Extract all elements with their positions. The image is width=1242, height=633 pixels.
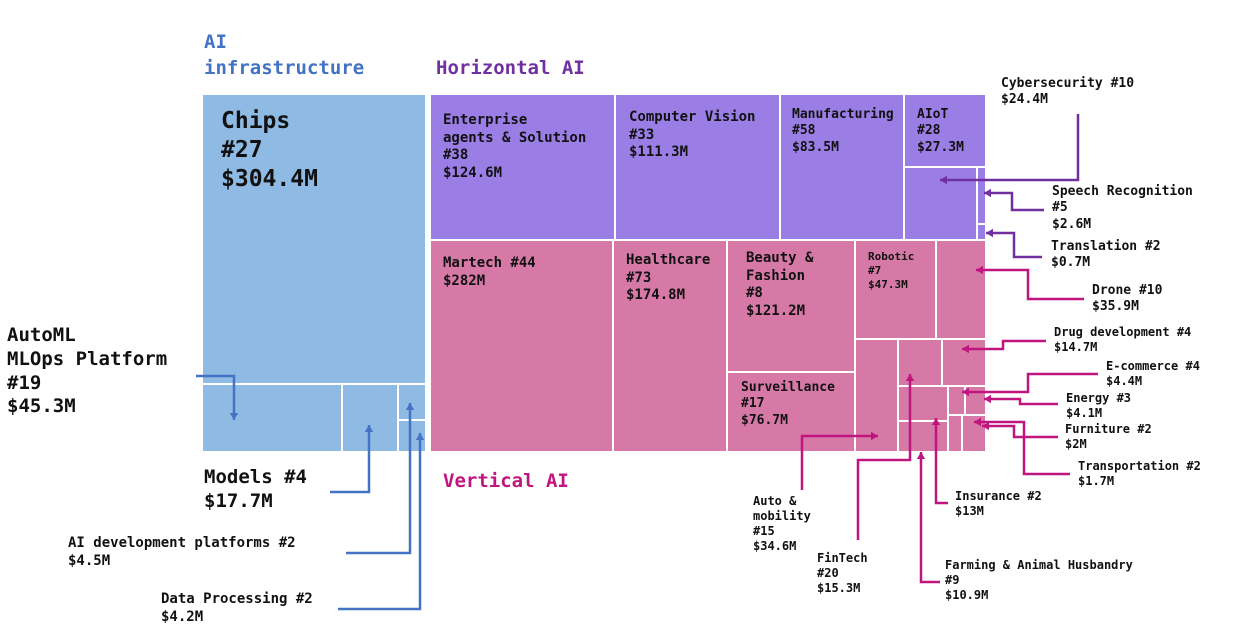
label-aiot: AIoT #28 $27.3M xyxy=(917,107,964,155)
leader-line-21 xyxy=(934,418,948,505)
leader-arrow-21 xyxy=(931,418,941,425)
leader-line-11 xyxy=(986,231,1042,259)
leader-line-23 xyxy=(962,372,1098,394)
leader-arrow-18 xyxy=(871,431,878,441)
leader-line-24 xyxy=(984,397,1058,406)
tile-9 xyxy=(903,166,978,241)
label-computer-vision: Computer Vision #33 $111.3M xyxy=(629,109,756,160)
label-models: Models #4 $17.7M xyxy=(204,466,307,512)
leader-arrow-4 xyxy=(415,433,425,440)
tile-13 xyxy=(612,239,728,453)
leader-line-4 xyxy=(338,433,422,611)
leader-arrow-10 xyxy=(984,188,991,198)
leader-arrow-3 xyxy=(405,403,415,410)
group-label-horizontal: Horizontal AI xyxy=(436,57,585,79)
leader-line-20 xyxy=(962,339,1046,351)
leader-line-22 xyxy=(919,452,940,584)
label-e-commerce: E-commerce #4 $4.4M xyxy=(1106,359,1200,388)
label-drone: Drone #10 $35.9M xyxy=(1092,283,1163,315)
leader-arrow-23 xyxy=(962,387,969,397)
leader-line-26 xyxy=(974,420,1070,476)
tile-0 xyxy=(201,93,427,385)
tile-22 xyxy=(897,420,949,453)
label-chips: Chips #27 $304.4M xyxy=(221,108,318,192)
tile-25 xyxy=(947,414,963,453)
tile-5 xyxy=(429,93,616,241)
label-automl: AutoML MLOps Platform #19 $45.3M xyxy=(7,324,168,418)
label-fintech: FinTech #20 $15.3M xyxy=(817,551,868,595)
tile-10 xyxy=(976,166,987,225)
leader-arrow-2 xyxy=(364,425,374,432)
label-transportation: Transportation #2 $1.7M xyxy=(1078,459,1201,488)
label-speech-recognition: Speech Recognition #5 $2.6M xyxy=(1052,184,1193,232)
label-enterprise-agents: Enterprise agents & Solution #38 $124.6M xyxy=(443,112,587,181)
tile-14 xyxy=(726,239,856,373)
leader-line-25 xyxy=(982,424,1058,439)
leader-arrow-9 xyxy=(940,175,947,185)
leader-arrow-22 xyxy=(916,452,926,459)
label-manufacturing: Manufacturing #58 $83.5M xyxy=(792,107,894,155)
leader-line-18 xyxy=(800,434,878,490)
leader-line-1 xyxy=(196,374,236,420)
label-energy: Energy #3 $4.1M xyxy=(1066,391,1132,420)
label-auto-mobility: Auto & mobility #15 $34.6M xyxy=(753,494,811,553)
label-ai-dev-platforms: AI development platforms #2 $4.5M xyxy=(68,535,296,569)
tile-1 xyxy=(201,383,343,453)
leader-line-9 xyxy=(940,114,1080,182)
label-surveillance: Surveillance #17 $76.7M xyxy=(741,380,835,428)
leader-arrow-24 xyxy=(984,394,991,404)
label-robotic: Robotic #7 $47.3M xyxy=(868,250,915,291)
label-farming: Farming & Animal Husbandry #9 $10.9M xyxy=(945,558,1133,602)
tile-26 xyxy=(961,414,987,453)
tile-23 xyxy=(947,385,966,416)
leader-line-19 xyxy=(856,374,912,540)
label-insurance: Insurance #2 $13M xyxy=(955,489,1042,518)
tile-12 xyxy=(429,239,614,453)
tile-3 xyxy=(397,383,427,421)
leader-line-17 xyxy=(976,268,1084,301)
tile-11 xyxy=(976,223,987,241)
label-furniture: Furniture #2 $2M xyxy=(1065,422,1152,451)
label-translation: Translation #2 $0.7M xyxy=(1051,239,1161,271)
tile-17 xyxy=(935,239,987,340)
tile-21 xyxy=(897,385,949,422)
leader-arrow-1 xyxy=(229,413,239,420)
group-label-infrastructure: AI infrastructure xyxy=(204,31,365,79)
tile-19 xyxy=(897,338,943,387)
tile-18 xyxy=(854,338,899,453)
leader-arrow-25 xyxy=(982,421,989,431)
label-drug-development: Drug development #4 $14.7M xyxy=(1054,325,1192,354)
label-beauty-fashion: Beauty & Fashion #8 $121.2M xyxy=(746,250,814,319)
leader-arrow-17 xyxy=(976,265,983,275)
leader-line-3 xyxy=(346,403,412,555)
leader-arrow-11 xyxy=(986,228,993,238)
label-martech: Martech #44 $282M xyxy=(443,255,536,289)
label-data-processing: Data Processing #2 $4.2M xyxy=(161,591,313,625)
leader-arrow-26 xyxy=(974,417,981,427)
label-cybersecurity: Cybersecurity #10 $24.4M xyxy=(1001,76,1135,108)
leader-arrow-19 xyxy=(905,374,915,381)
tile-20 xyxy=(941,338,987,387)
leader-line-2 xyxy=(330,425,371,494)
leader-arrow-20 xyxy=(962,344,969,354)
group-label-vertical: Vertical AI xyxy=(443,470,569,492)
leader-line-10 xyxy=(984,191,1044,212)
tile-7 xyxy=(779,93,905,241)
label-healthcare: Healthcare #73 $174.8M xyxy=(626,252,711,303)
